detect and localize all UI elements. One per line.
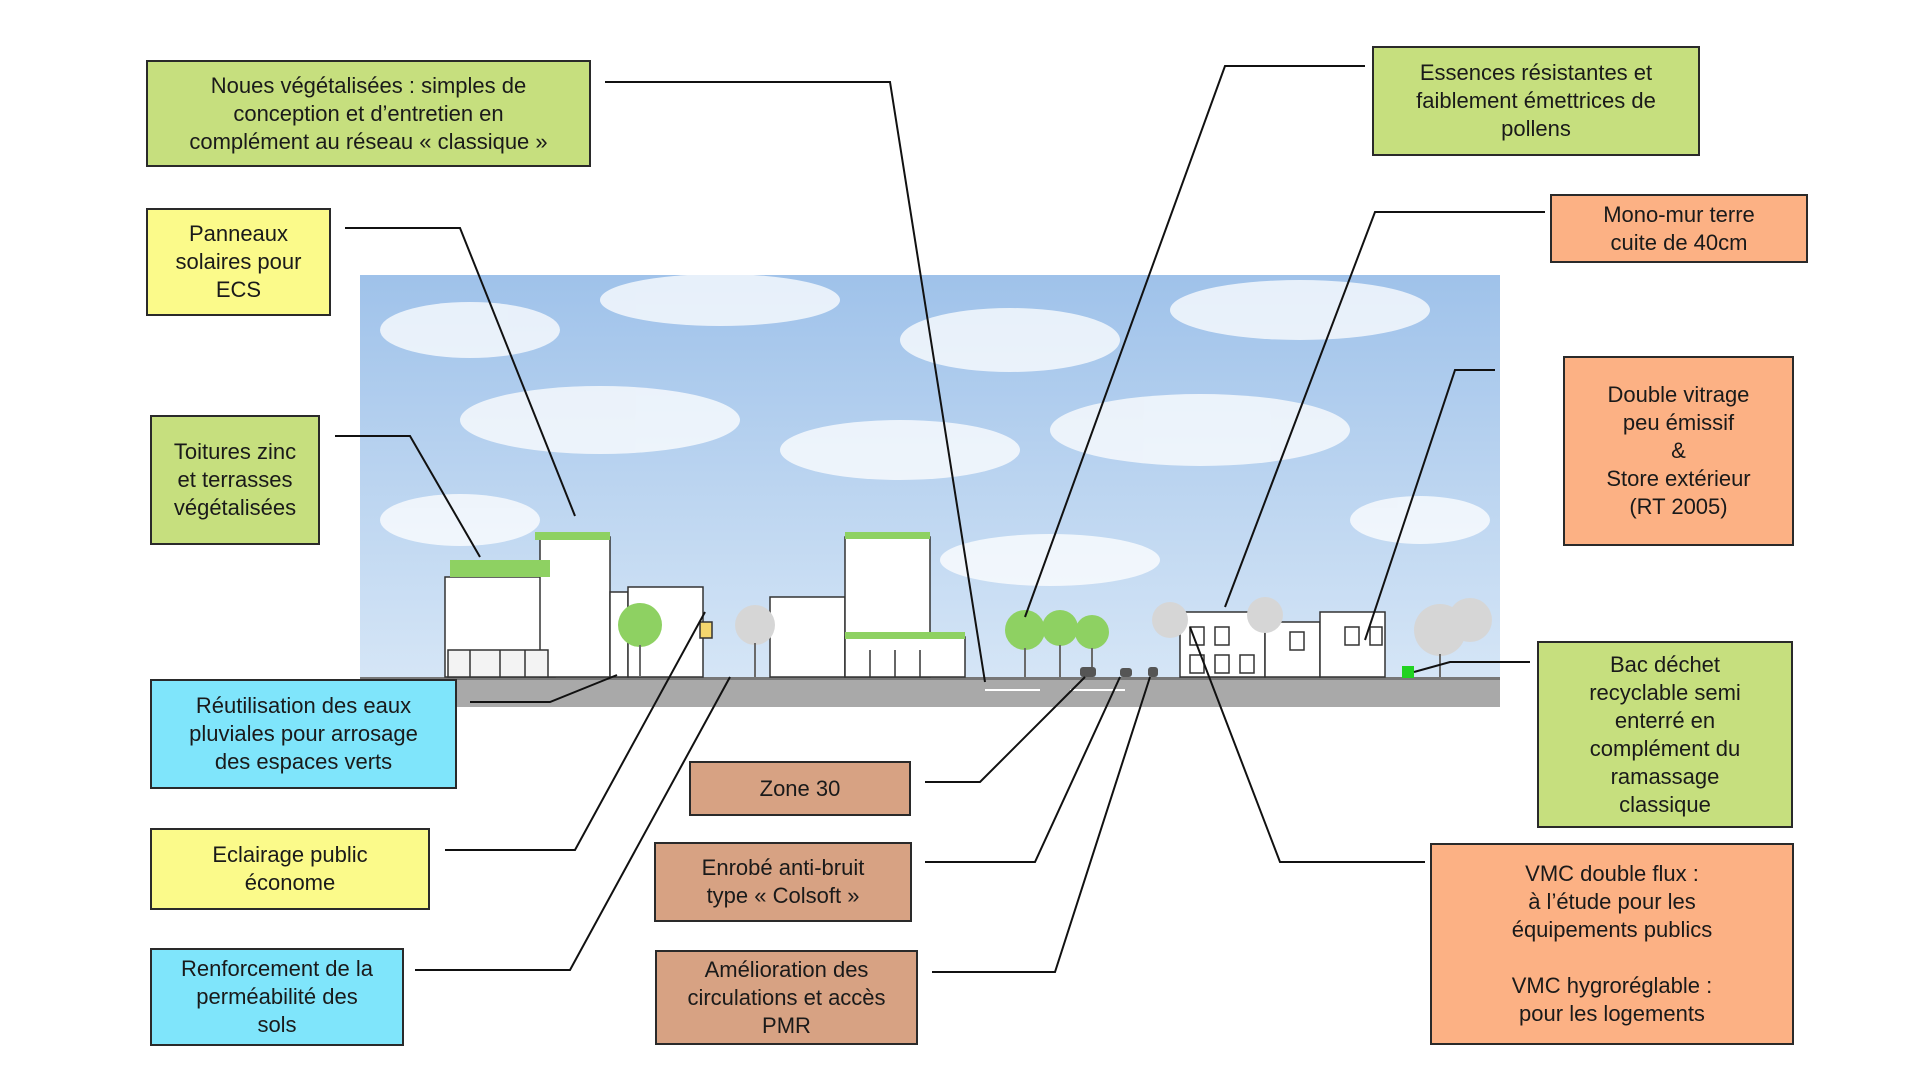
label-noues-vegetalisees: Noues végétalisées : simples de concepti… [146, 60, 591, 167]
vehicles [1080, 667, 1158, 677]
label-enrobe-anti-bruit: Enrobé anti-bruit type « Colsoft » [654, 842, 912, 922]
label-essences-resistantes: Essences résistantes et faiblement émett… [1372, 46, 1700, 156]
label-vmc: VMC double flux : à l’étude pour les équ… [1430, 843, 1794, 1045]
label-reutilisation-eaux: Réutilisation des eaux pluviales pour ar… [150, 679, 457, 789]
label-toitures: Toitures zinc et terrasses végétalisées [150, 415, 320, 545]
road [360, 677, 1500, 707]
label-bac-dechet: Bac déchet recyclable semi enterré en co… [1537, 641, 1793, 828]
label-zone-30: Zone 30 [689, 761, 911, 816]
label-double-vitrage: Double vitrage peu émissif & Store extér… [1563, 356, 1794, 546]
label-amelioration-circulations: Amélioration des circulations et accès P… [655, 950, 918, 1045]
label-renforcement-permeabilite: Renforcement de la perméabilité des sols [150, 948, 404, 1046]
label-panneaux-solaires: Panneaux solaires pour ECS [146, 208, 331, 316]
label-eclairage-public: Eclairage public économe [150, 828, 430, 910]
right-buildings [1179, 611, 1386, 678]
waste-bin-marker [1402, 666, 1414, 678]
label-mono-mur: Mono-mur terre cuite de 40cm [1550, 194, 1808, 263]
